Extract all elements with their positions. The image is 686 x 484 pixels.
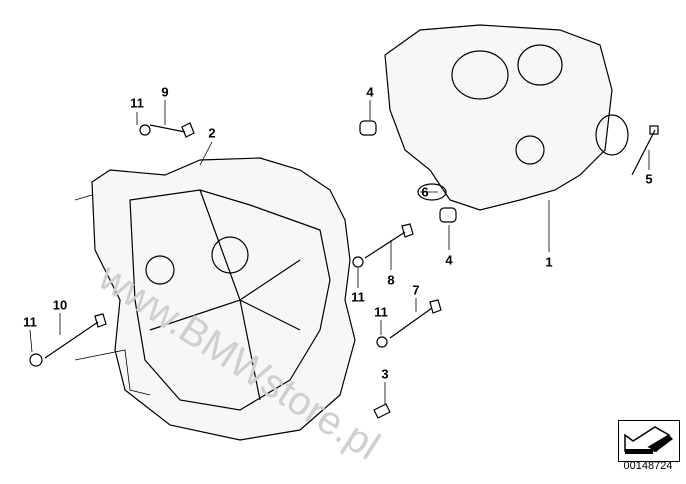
callout-6: 6 xyxy=(421,184,429,200)
washer-11 xyxy=(139,124,151,136)
pin-3 xyxy=(373,403,391,419)
callout-5: 5 xyxy=(645,171,653,187)
callout-11: 11 xyxy=(130,95,144,111)
bolt-7 xyxy=(389,299,442,339)
sleeve-4 xyxy=(359,120,377,136)
callout-4b: 4 xyxy=(445,252,453,268)
callout-11c: 11 xyxy=(374,304,388,320)
callout-10: 10 xyxy=(52,297,68,313)
callout-11b: 11 xyxy=(351,289,365,305)
callout-8: 8 xyxy=(387,272,395,288)
bolt-5 xyxy=(631,125,659,176)
bolt-10 xyxy=(44,313,107,359)
transmission-housing xyxy=(384,24,613,211)
callout-9: 9 xyxy=(161,84,169,100)
callout-11d: 11 xyxy=(23,314,37,330)
gearbox-cover xyxy=(91,157,356,441)
bolt-9 xyxy=(149,122,195,138)
reference-number: 00148724 xyxy=(623,460,673,472)
callout-1: 1 xyxy=(545,254,553,270)
seal-6 xyxy=(417,183,447,201)
callout-2: 2 xyxy=(208,125,216,141)
bolt-8 xyxy=(364,223,414,259)
callout-4: 4 xyxy=(366,84,374,100)
sleeve-4b xyxy=(439,207,457,223)
callout-3: 3 xyxy=(381,366,389,382)
callout-7: 7 xyxy=(412,282,420,298)
direction-arrow-box xyxy=(618,420,680,462)
arrow-icon xyxy=(624,426,673,454)
